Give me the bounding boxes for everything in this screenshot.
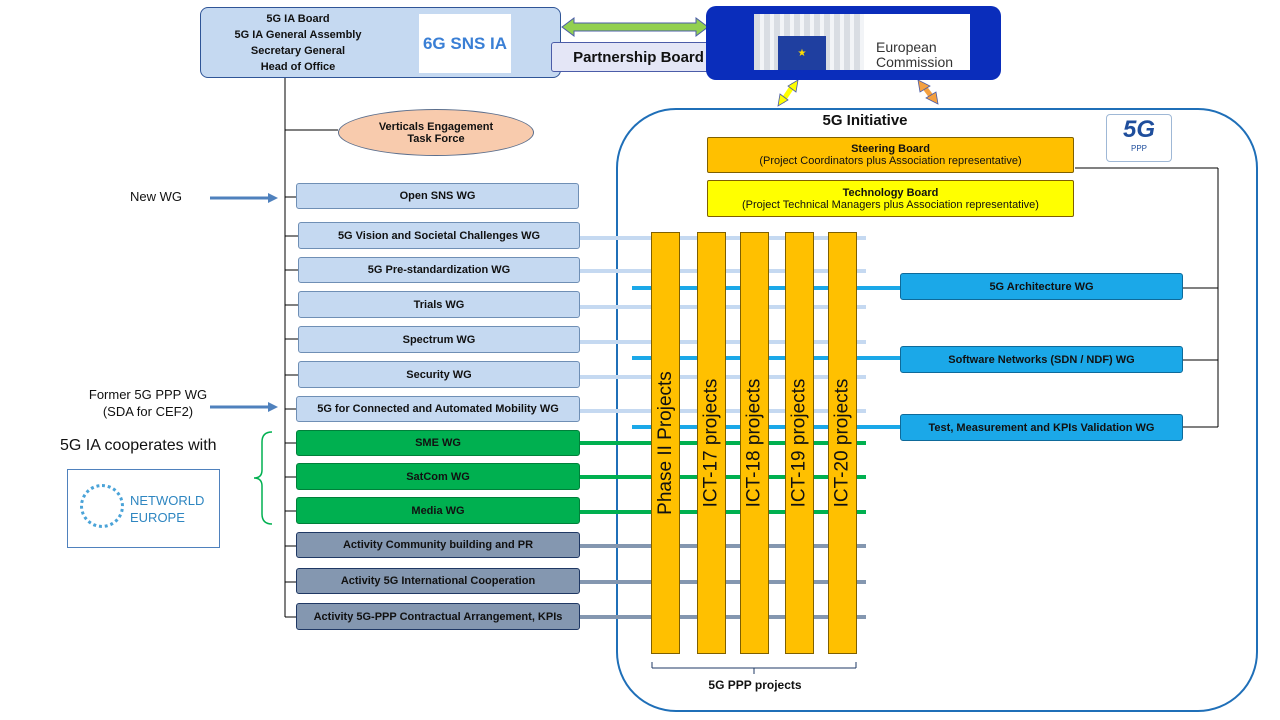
- european-commission-logo: ★ European Commission: [754, 14, 970, 70]
- networld-line2: EUROPE: [130, 510, 185, 525]
- wg-trials: Trials WG: [298, 291, 580, 318]
- networld-text: NETWORLD EUROPE: [130, 492, 204, 526]
- ia-board-line1: 5G IA Board: [266, 13, 330, 25]
- networld-line1: NETWORLD: [130, 493, 205, 508]
- former-line2: (SDA for CEF2): [102, 404, 194, 419]
- arrow-right-icon-2: [210, 402, 278, 412]
- verticals-line1: Verticals Engagement: [378, 120, 494, 133]
- cooperates-label: 5G IA cooperates with: [60, 437, 217, 454]
- technology-board-subtitle: (Project Technical Managers plus Associa…: [742, 198, 1039, 211]
- wg-security: Security WG: [298, 361, 580, 388]
- partnership-board: Partnership Board: [551, 42, 726, 72]
- ppp-projects-label: 5G PPP projects: [708, 678, 802, 692]
- activity-community: Activity Community building and PR: [296, 532, 580, 558]
- ppp-logo-small: PPP: [1130, 144, 1147, 153]
- project-ict18: ICT-18 projects: [740, 232, 769, 654]
- technology-board-title: Technology Board: [842, 186, 939, 199]
- ia-board-line4: Head of Office: [260, 61, 336, 73]
- project-ict19: ICT-19 projects: [785, 232, 814, 654]
- wg-cam: 5G for Connected and Automated Mobility …: [296, 396, 580, 422]
- steering-board-title: Steering Board: [851, 143, 930, 155]
- wg-satcom: SatCom WG: [296, 463, 580, 490]
- wg-media: Media WG: [296, 497, 580, 524]
- networld-europe-logo: NETWORLD EUROPE: [67, 469, 220, 548]
- wg-architecture: 5G Architecture WG: [900, 273, 1183, 300]
- project-ict18-label: ICT-18 projects: [743, 378, 765, 508]
- globe-icon: [80, 484, 124, 528]
- project-ict20: ICT-20 projects: [828, 232, 857, 654]
- activity-contractual: Activity 5G-PPP Contractual Arrangement,…: [296, 603, 580, 630]
- new-wg-label: New WG: [130, 189, 182, 204]
- former-line1: Former 5G PPP WG: [88, 387, 208, 402]
- verticals-line2: Task Force: [407, 132, 465, 145]
- wg-software-networks: Software Networks (SDN / NDF) WG: [900, 346, 1183, 373]
- project-ict20-label: ICT-20 projects: [831, 378, 853, 508]
- initiative-title: 5G Initiative: [822, 112, 908, 129]
- project-ict19-label: ICT-19 projects: [788, 378, 810, 508]
- former-wg-label: Former 5G PPP WG (SDA for CEF2): [80, 386, 216, 420]
- ec-line2: Commission: [876, 54, 954, 70]
- technology-board: Technology Board (Project Technical Mana…: [707, 180, 1074, 217]
- project-phase2: Phase II Projects: [651, 232, 680, 654]
- wg-spectrum: Spectrum WG: [298, 326, 580, 353]
- activity-international: Activity 5G International Cooperation: [296, 568, 580, 594]
- ia-board-line3: Secretary General: [250, 45, 346, 57]
- ppp-logo: 5G PPP: [1106, 114, 1172, 162]
- double-arrow-icon: [561, 17, 709, 37]
- ia-board-line2: 5G IA General Assembly: [234, 29, 362, 41]
- ec-line1: European: [876, 39, 937, 55]
- project-phase2-label: Phase II Projects: [654, 371, 676, 515]
- diag-arrows: [777, 80, 939, 107]
- project-ict17-label: ICT-17 projects: [700, 378, 722, 508]
- steering-board: Steering Board (Project Coordinators plu…: [707, 137, 1074, 173]
- arrow-right-icon: [210, 193, 278, 203]
- wg-vision: 5G Vision and Societal Challenges WG: [298, 222, 580, 249]
- wg-open-sns: Open SNS WG: [296, 183, 579, 209]
- wg-prestandardization: 5G Pre-standardization WG: [298, 257, 580, 283]
- steering-board-subtitle: (Project Coordinators plus Association r…: [759, 155, 1022, 167]
- ec-text: European Commission: [876, 40, 953, 70]
- verticals-task-force: Verticals Engagement Task Force: [338, 109, 534, 156]
- eu-flag-icon: ★: [778, 36, 826, 70]
- project-ict17: ICT-17 projects: [697, 232, 726, 654]
- wg-test-measurement: Test, Measurement and KPIs Validation WG: [900, 414, 1183, 441]
- ppp-logo-big: 5G: [1122, 116, 1155, 143]
- ia-board-text: 5G IA Board 5G IA General Assembly Secre…: [218, 11, 378, 75]
- wg-sme: SME WG: [296, 430, 580, 456]
- 6g-sns-logo-text: 6G SNS IA: [422, 33, 508, 53]
- 6g-sns-logo: 6G SNS IA: [419, 14, 511, 73]
